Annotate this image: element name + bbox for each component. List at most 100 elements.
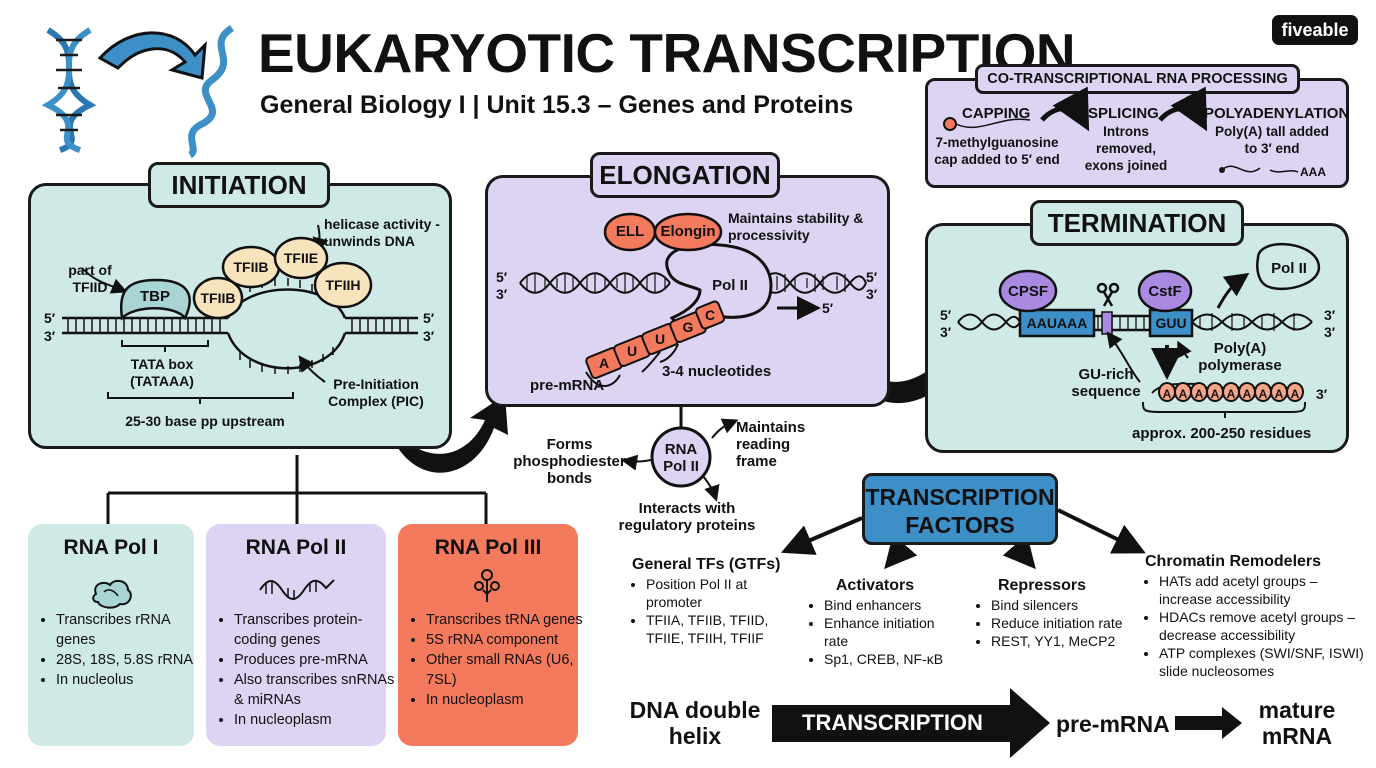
cpsf-factor: CPSF bbox=[1007, 283, 1048, 300]
chromatin-item-2: HDACs remove acetyl groups – decrease ac… bbox=[1159, 608, 1367, 644]
nucleotides-label: 3-4 nucleotides bbox=[662, 363, 772, 380]
header-arrow-icon bbox=[97, 31, 207, 80]
factor-tfiib-upper: TFIIB bbox=[233, 259, 269, 275]
part-of-tfiid-label: part of TFIID bbox=[68, 262, 112, 295]
ribosome-icon bbox=[92, 579, 132, 609]
activators-title: Activators bbox=[835, 577, 915, 594]
rna-pol-ii-circle bbox=[650, 426, 712, 488]
termination-3prime-left: 3′ bbox=[940, 324, 952, 340]
chromatin-item-3: ATP complexes (SWI/SNF, ISWI) slide nucl… bbox=[1159, 644, 1367, 680]
capping-label: CAPPING bbox=[962, 105, 1031, 122]
tata-box-label: TATA box (TATAAA) bbox=[130, 356, 194, 389]
trna-icon bbox=[474, 569, 500, 602]
elongation-5prime-left: 5′ bbox=[496, 269, 508, 285]
repressors-title: Repressors bbox=[997, 577, 1087, 594]
elongin-factor: Elongin bbox=[660, 223, 716, 240]
polyadenylation-label: POLYADENYLATION bbox=[1204, 105, 1350, 122]
rna-pol-ii-item-2: Produces pre-mRNA bbox=[234, 650, 400, 670]
page-subtitle: General Biology I | Unit 15.3 – Genes an… bbox=[260, 91, 854, 119]
general-tfs-group: General TFs (GTFs) Position Pol II at pr… bbox=[632, 555, 792, 647]
general-tfs-item-1: Position Pol II at promoter bbox=[646, 575, 792, 611]
initiation-title: INITIATION bbox=[148, 162, 330, 208]
elongation-5prime-right: 5′ bbox=[866, 269, 878, 285]
scissors-icon bbox=[1096, 282, 1120, 307]
flow-mature-label: mature mRNA bbox=[1258, 697, 1336, 749]
to-mature-arrow bbox=[1175, 707, 1242, 739]
residues-label: approx. 200-250 residues bbox=[1132, 425, 1312, 442]
rna-pol-iii-item-3: Other small RNAs (U6, 7SL) bbox=[426, 650, 592, 690]
rna-pol-iii-item-2: 5S rRNA component bbox=[426, 630, 592, 650]
rna-pol-i-item-3: In nucleolus bbox=[56, 670, 206, 690]
polya-bead: A bbox=[1206, 382, 1224, 402]
base-c: C bbox=[704, 307, 716, 323]
mrna-strand-icon bbox=[259, 579, 335, 600]
transcription-factors-title: TRANSCRIPTION FACTORS bbox=[862, 473, 1058, 545]
elongation-pol-ii: Pol II bbox=[712, 277, 748, 294]
polya-polymerase-label: Poly(A) polymerase bbox=[1198, 340, 1282, 374]
rna-pol-ii-item-4: In nucleoplasm bbox=[234, 710, 400, 730]
ell-factor: ELL bbox=[615, 223, 645, 240]
rna-pol-iii-item-1: Transcribes tRNA genes bbox=[426, 610, 592, 630]
base-g: G bbox=[682, 319, 694, 335]
general-tfs-title: General TFs (GTFs) bbox=[632, 556, 781, 573]
chromatin-remodelers-group: Chromatin Remodelers HATs add acetyl gro… bbox=[1145, 552, 1367, 680]
capping-desc: 7-methylguanosine cap added to 5′ end bbox=[934, 135, 1060, 167]
activators-item-3: Sp1, CREB, NF-κB bbox=[824, 650, 960, 668]
upstream-label: 25-30 base pp upstream bbox=[125, 413, 285, 429]
brand-logo[interactable]: fiveable bbox=[1272, 15, 1358, 45]
termination-3prime-right-top: 3′ bbox=[1324, 307, 1336, 323]
rna-pol-ii-item-1: Transcribes protein-coding genes bbox=[234, 610, 400, 650]
premrna-label: pre-mRNA bbox=[530, 377, 605, 394]
polya-bead: A bbox=[1254, 382, 1272, 402]
elongation-3prime-left: 3′ bbox=[496, 286, 508, 302]
rna-pol-iii-card: RNA Pol III Transcribes tRNA genes 5S rR… bbox=[398, 524, 583, 746]
arrow-initiation-to-elongation bbox=[393, 395, 508, 473]
base-u2: U bbox=[654, 331, 666, 347]
repressors-item-3: REST, YY1, MeCP2 bbox=[991, 632, 1127, 650]
elongation-3prime-right: 3′ bbox=[866, 286, 878, 302]
splicing-label: SPLICING bbox=[1088, 105, 1159, 122]
rna-pol-ii-title: RNA Pol II bbox=[245, 536, 347, 559]
factor-tfiih: TFIIH bbox=[325, 277, 361, 293]
termination-3prime-right-bottom: 3′ bbox=[1324, 324, 1336, 340]
rna-pol-i-item-2: 28S, 18S, 5.8S rRNA bbox=[56, 650, 206, 670]
polyadenylation-desc: Poly(A) tall added to 3′ end bbox=[1214, 124, 1329, 156]
rna-pol-i-title: RNA Pol I bbox=[63, 536, 159, 559]
repressors-group: Repressors Bind silencers Reduce initiat… bbox=[977, 576, 1127, 650]
helicase-label: helicase activity - unwinds DNA bbox=[324, 216, 440, 249]
repressors-item-2: Reduce initiation rate bbox=[991, 614, 1127, 632]
flow-transcription-label: TRANSCRIPTION bbox=[802, 710, 983, 735]
activators-item-2: Enhance initiation rate bbox=[824, 614, 960, 650]
guu-sequence: GUU bbox=[1155, 315, 1187, 331]
polymerase-tree-connector bbox=[106, 455, 488, 525]
initiation-5prime-right: 5′ bbox=[423, 310, 435, 326]
regulatory-label: Interacts with regulatory proteins bbox=[618, 500, 756, 534]
phosphodiester-label: Forms phosphodiester bonds bbox=[513, 436, 626, 487]
factor-tfiib-lower: TFIIB bbox=[200, 290, 236, 306]
reading-frame-label: Maintains reading frame bbox=[736, 419, 806, 470]
termination-5prime-left: 5′ bbox=[940, 307, 952, 323]
repressors-item-1: Bind silencers bbox=[991, 596, 1127, 614]
activators-item-1: Bind enhancers bbox=[824, 596, 960, 614]
elongation-direction-5prime: 5′ bbox=[822, 300, 834, 316]
aauaaa-sequence: AAUAAA bbox=[1026, 315, 1088, 331]
transcription-arrow bbox=[772, 688, 1050, 758]
polya-aaa-label: AAA bbox=[1300, 165, 1326, 179]
flow-dna-label: DNA double helix bbox=[629, 697, 761, 749]
base-u1: U bbox=[626, 343, 638, 359]
rna-pol-i-card: RNA Pol I Transcribes rRNA genes 28S, 18… bbox=[28, 524, 194, 746]
flow-premrna-label: pre-mRNA bbox=[1056, 711, 1170, 737]
dna-helix-icon bbox=[41, 27, 97, 153]
initiation-5prime-left: 5′ bbox=[44, 310, 56, 326]
termination-title: TERMINATION bbox=[1030, 200, 1244, 246]
tail-3prime-label: 3′ bbox=[1316, 386, 1328, 402]
general-tfs-item-2: TFIIA, TFIIB, TFIID, TFIIE, TFIIH, TFIIF bbox=[646, 611, 792, 647]
rna-pol-ii-card: RNA Pol II Transcribes protein-coding ge… bbox=[206, 524, 394, 746]
chromatin-remodelers-title: Chromatin Remodelers bbox=[1145, 553, 1322, 570]
chromatin-item-1: HATs add acetyl groups – increase access… bbox=[1159, 572, 1367, 608]
initiation-3prime-left: 3′ bbox=[44, 328, 56, 344]
factor-tfiie: TFIIE bbox=[283, 250, 319, 266]
